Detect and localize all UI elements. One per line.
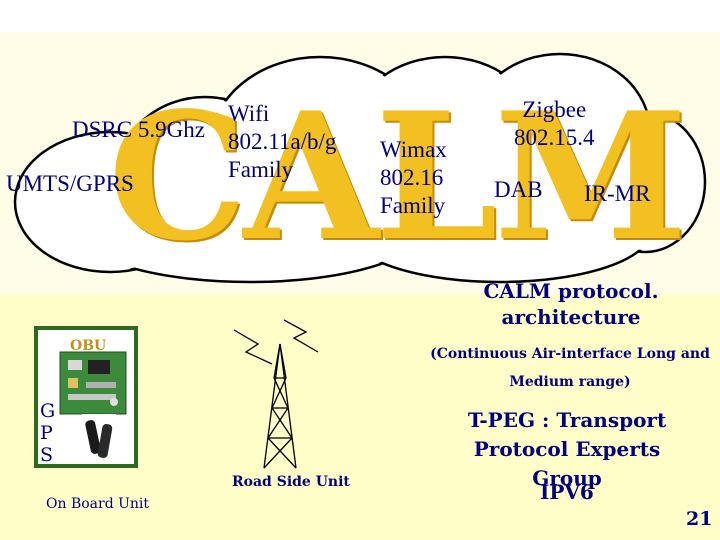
tpeg-label: T-PEG : Transport Protocol Experts Group (436, 406, 698, 493)
wifi-line-3: Family (228, 157, 294, 183)
road-side-unit-caption: Road Side Unit (232, 474, 350, 490)
wimax-line-2: 802.16 (380, 165, 444, 191)
cloud-shape (13, 52, 707, 284)
label-ir-mr: IR-MR (584, 181, 651, 206)
gps-label: G P S (40, 400, 55, 466)
calm-expansion: (Continuous Air-interface Long and Mediu… (430, 340, 710, 396)
calm-architecture-title: CALM protocol. architecture (436, 278, 706, 330)
gps-letter-g: G (40, 400, 56, 422)
wifi-line-1: Wifi (228, 101, 270, 126)
gps-letter-p: P (40, 422, 53, 444)
label-umts: UMTS/GPRS (6, 171, 134, 196)
tpeg-line-2: Protocol Experts Group (473, 437, 661, 490)
wimax-line-3: Family (380, 193, 446, 219)
page-number: 21 (686, 508, 713, 530)
calm-title-line-2: architecture (501, 305, 641, 329)
label-wifi: Wifi 802.11a/b/g Family (228, 100, 336, 184)
remote-keys-image (82, 414, 116, 464)
ipv6-label: IPV6 (540, 480, 594, 504)
label-dab: DAB (494, 177, 543, 202)
calm-title-graphic: CALM (108, 75, 688, 280)
calm-title-line-1: CALM protocol. (483, 279, 659, 303)
obu-board-tag: OBU (70, 338, 107, 354)
zigbee-line-2: 802.15.4 (514, 125, 595, 151)
label-zigbee: Zigbee 802.15.4 (514, 96, 595, 152)
label-dsrc: DSRC 5.9Ghz (72, 117, 205, 142)
calm-sub-line-2: Medium range) (509, 374, 631, 390)
tpeg-line-1: T-PEG : Transport (467, 408, 667, 432)
wifi-line-2: 802.11a/b/g (228, 129, 337, 155)
gps-letter-s: S (40, 444, 54, 466)
label-wimax: Wimax 802.16 Family (380, 136, 447, 220)
radio-tower-icon (233, 319, 319, 469)
wimax-line-1: Wimax (380, 137, 447, 162)
zigbee-line-1: Zigbee (522, 97, 587, 122)
calm-sub-line-1: (Continuous Air-interface Long and (430, 346, 710, 362)
on-board-unit-caption: On Board Unit (46, 496, 150, 512)
